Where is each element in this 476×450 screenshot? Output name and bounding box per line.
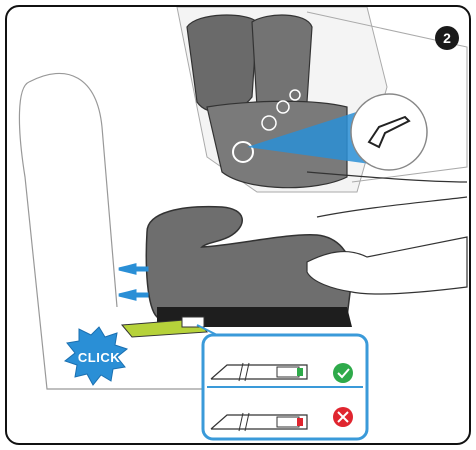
vehicle-seat-side-outline <box>29 73 117 307</box>
rear-seat-back-left <box>187 15 257 113</box>
latch-indicator <box>182 317 204 327</box>
step-number: 2 <box>443 30 451 46</box>
step-number-badge: 2 <box>435 26 459 50</box>
instruction-frame: 2 CLICK <box>5 5 471 445</box>
illustration <box>7 7 471 445</box>
booster-seat <box>122 172 467 337</box>
rear-seat-back-right <box>252 15 312 107</box>
push-arrow-upper <box>119 265 147 273</box>
push-arrow-lower <box>119 291 147 299</box>
rear-seat-scene <box>177 7 467 192</box>
click-label: CLICK <box>67 350 131 365</box>
check-icon <box>333 363 353 383</box>
